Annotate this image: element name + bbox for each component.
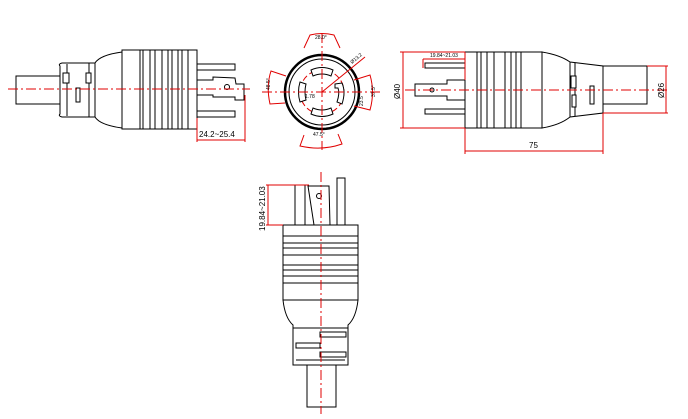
ground-blade bbox=[414, 79, 466, 101]
prong bbox=[294, 184, 306, 226]
left-width-label: 1.78 bbox=[305, 94, 315, 100]
left-angle-label: 48.5° bbox=[266, 78, 272, 90]
ground-blade bbox=[307, 185, 331, 226]
right-pin-length-label: 19.84~21.03 bbox=[430, 53, 458, 59]
length-label: 75 bbox=[529, 141, 538, 150]
cable bbox=[15, 75, 61, 105]
cable bbox=[602, 65, 648, 105]
right-width-label: 23.5 bbox=[359, 96, 365, 106]
pin-length-dimension: 24.2~25.4 bbox=[199, 130, 235, 139]
prong bbox=[196, 110, 236, 118]
prong bbox=[424, 108, 466, 115]
right-side-view: Ø40 Ø26 75 19.84~21.03 bbox=[393, 51, 670, 154]
prong bbox=[424, 62, 466, 69]
top-angle-label: 28.0° bbox=[315, 35, 327, 41]
vertical-view: 19.84~21.03 bbox=[258, 172, 359, 414]
bottom-pin-length-label: 19.84~21.03 bbox=[258, 186, 267, 231]
prong bbox=[336, 177, 346, 226]
prong bbox=[196, 63, 236, 71]
right-angle-label: 37.5° bbox=[371, 85, 377, 97]
bottom-angle-label: 47.5° bbox=[313, 132, 325, 138]
body-diameter-label: Ø40 bbox=[393, 83, 402, 99]
left-side-view: 24.2~25.4 bbox=[8, 49, 250, 142]
strain-relief bbox=[58, 51, 123, 129]
front-view: 28.0° 48.5° 37.5° 47.5° Ø13.2 23.5 1.78 bbox=[262, 33, 382, 150]
cable-diameter-label: Ø26 bbox=[657, 82, 666, 98]
